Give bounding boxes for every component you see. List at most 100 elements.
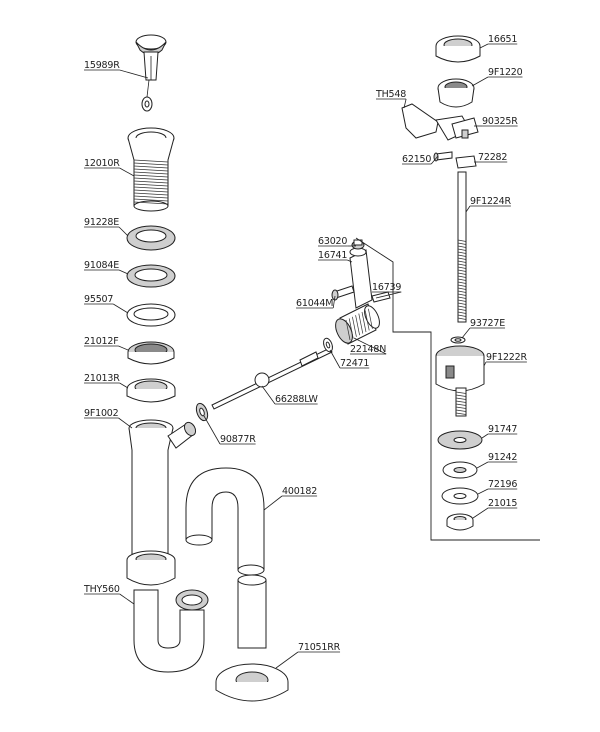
thread-line [455, 409, 467, 412]
part-label-16741: 16741 [318, 250, 353, 263]
part-number-text: 90325R [482, 116, 518, 127]
part-number-text: 16651 [488, 34, 517, 45]
thread-line [457, 275, 467, 278]
leader-line [479, 43, 489, 49]
part-label-90877r: 90877R [203, 415, 256, 445]
part-label-15989r: 15989R [84, 60, 149, 79]
part-label-72471: 72471 [329, 349, 370, 369]
part-number-text: 21013R [84, 373, 120, 384]
thread-line [457, 299, 467, 302]
wall-escutcheon [215, 663, 289, 702]
part-label-91084e: 91084E [84, 260, 129, 275]
part-label-95507: 95507 [84, 294, 129, 314]
thread-line [133, 177, 169, 181]
part-label-72196: 72196 [477, 479, 518, 495]
part-number-text: 91084E [84, 260, 119, 271]
part-label-th548: TH548 [375, 89, 407, 109]
flat-washer [126, 303, 176, 327]
part-number-text: 9F1220 [488, 67, 523, 78]
thread-line [457, 311, 467, 314]
o-ring [450, 336, 466, 344]
thread-line [133, 195, 169, 199]
thread-line [457, 263, 467, 266]
leader-line [118, 269, 129, 275]
leader-line [465, 205, 471, 213]
part-label-91228e: 91228E [84, 217, 129, 237]
part-number-text: 9F1222R [486, 352, 527, 363]
thread-line [133, 180, 169, 184]
part-label-9f1002: 9F1002 [84, 408, 133, 429]
part-label-21013r: 21013R [84, 373, 129, 389]
metal-washer [441, 487, 479, 505]
leader-line [403, 98, 407, 109]
rod-clip [455, 155, 477, 169]
leader-line [483, 361, 487, 367]
thread-line [457, 290, 467, 293]
drain-body [127, 127, 175, 212]
part-number-text: 22148N [350, 344, 386, 355]
part-number-text: 72196 [488, 479, 517, 490]
thread-line [364, 310, 370, 331]
part-label-9f1224r: 9F1224R [465, 196, 512, 213]
thread-line [455, 400, 467, 403]
cap-screw [351, 239, 365, 250]
leader-line [275, 651, 299, 669]
leader-line [332, 295, 336, 309]
leader-line [113, 303, 129, 314]
thread-line [457, 251, 467, 254]
part-number-text: 91242 [488, 452, 517, 463]
thread-line [457, 260, 467, 263]
thread-line [133, 189, 169, 193]
leader-line [119, 69, 149, 79]
leader-line [476, 461, 489, 469]
part-number-text: 93727E [470, 318, 505, 329]
thread-line [457, 242, 467, 245]
leader-line [461, 327, 471, 339]
part-number-text: 21012F [84, 336, 119, 347]
part-number-text: 71051RR [298, 642, 341, 653]
thread-line [457, 305, 467, 308]
gasket-ring [126, 225, 176, 251]
pivot-nut [195, 402, 209, 422]
part-label-93727e: 93727E [461, 318, 505, 339]
thread-line [361, 311, 367, 333]
part-label-12010r: 12010R [84, 158, 135, 177]
leader-line [261, 385, 276, 405]
thread-line [457, 284, 467, 287]
trap-slip-nut [126, 550, 176, 586]
thread-line [457, 287, 467, 290]
part-label-22148n: 22148N [350, 337, 386, 355]
thread-line [457, 293, 467, 296]
thread-line [352, 316, 357, 337]
thread-line [457, 281, 467, 284]
set-screw [331, 285, 355, 301]
thread-line [348, 318, 354, 339]
wall-tube [237, 574, 267, 649]
leader-line [119, 593, 135, 605]
part-label-62150: 62150 [402, 154, 439, 165]
part-number-text: 62150 [402, 154, 431, 165]
leader-line [329, 349, 341, 369]
part-label-91747: 91747 [481, 424, 518, 439]
pivot-socket [335, 303, 380, 345]
part-number-text: 66288LW [275, 394, 318, 405]
part-number-text: 95507 [84, 294, 113, 305]
thread-line [133, 183, 169, 187]
thread-line [457, 302, 467, 305]
thread-line [457, 296, 467, 299]
part-number-text: 90877R [220, 434, 256, 445]
part-label-9f1222r: 9F1222R [483, 352, 528, 367]
guide-body [435, 345, 485, 417]
s-trap-bend [185, 467, 265, 576]
part-number-text: 91747 [488, 424, 517, 435]
part-number-text: THY560 [83, 584, 120, 595]
thread-line [455, 406, 467, 409]
part-label-thy560: THY560 [83, 584, 135, 605]
part-number-text: 72282 [478, 152, 507, 163]
thread-line [133, 159, 169, 163]
stopper-plug [135, 34, 167, 112]
part-number-text: TH548 [375, 89, 406, 100]
thread-line [133, 168, 169, 172]
leader-line [118, 417, 133, 429]
part-number-text: 91228E [84, 217, 119, 228]
